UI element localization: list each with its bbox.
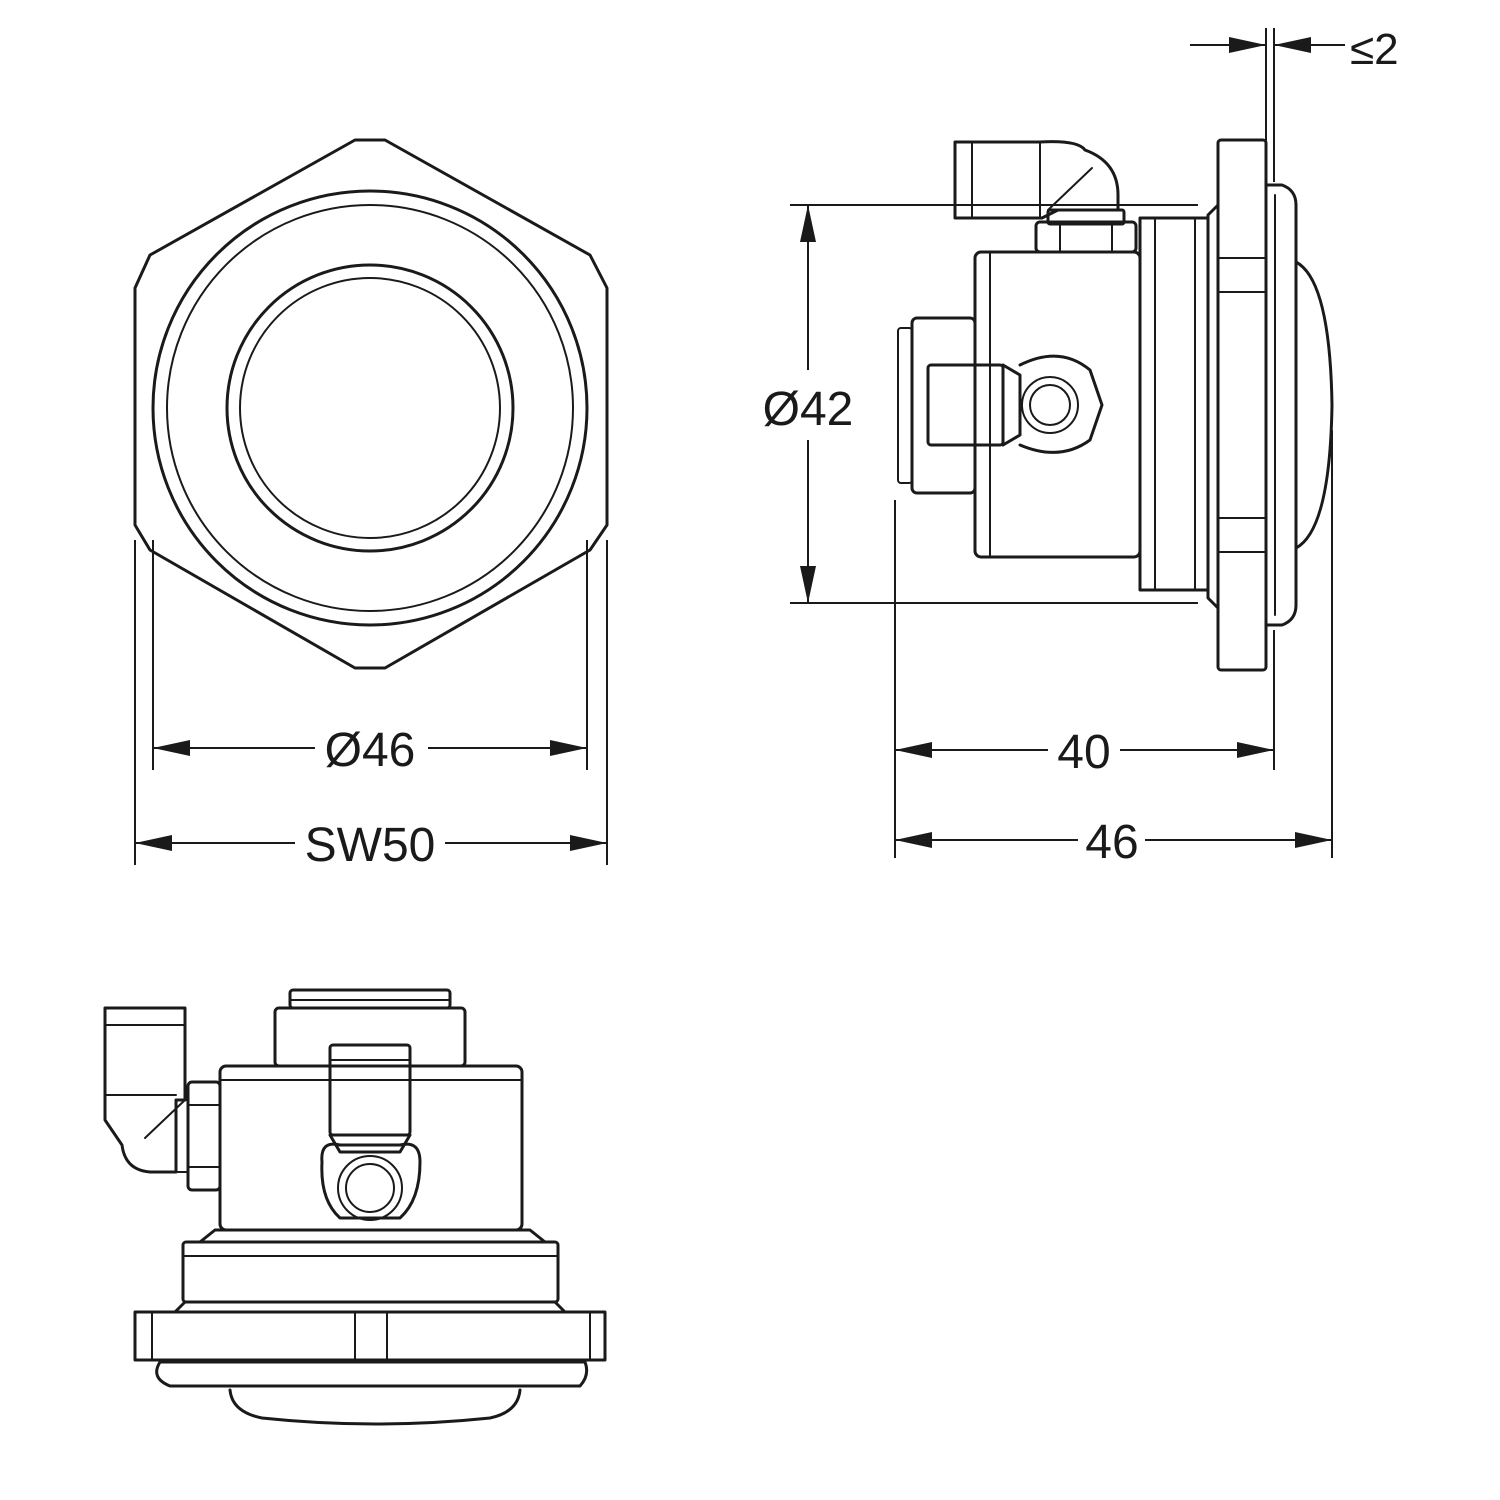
rear-cap	[910, 316, 977, 495]
outer-ring	[151, 189, 589, 627]
label-across-flats: SW50	[305, 819, 436, 872]
front-view: Ø46 SW50	[133, 138, 609, 872]
bottom-view	[103, 988, 607, 1426]
label-depth-total: 46	[1085, 816, 1138, 869]
dimension-depth-total: 46	[895, 816, 1332, 869]
bottom-side-nut	[186, 1080, 222, 1192]
bottom-banjo-fitting	[320, 1142, 422, 1220]
flange	[1216, 138, 1268, 672]
dimension-protrusion: ≤2	[1190, 25, 1399, 182]
top-nut	[1034, 220, 1138, 254]
bottom-button-ring	[155, 1360, 589, 1388]
outer-ring-inner	[166, 204, 574, 612]
bottom-main-housing	[218, 1064, 524, 1232]
elbow-fitting	[953, 140, 1120, 220]
bottom-flange	[133, 1310, 607, 1362]
label-protrusion: ≤2	[1350, 25, 1399, 74]
bottom-elbow-fitting	[103, 1006, 187, 1174]
side-view: Ø42 40 46 ≤2	[763, 25, 1399, 869]
bottom-threaded-body	[181, 1240, 560, 1304]
dimension-front-diameter: Ø46	[153, 724, 587, 777]
dimension-across-flats: SW50	[135, 819, 607, 872]
bottom-straight-fitting	[328, 1043, 412, 1137]
label-front-diameter: Ø46	[325, 724, 416, 777]
button-ring-outer	[225, 263, 515, 553]
dimension-depth-short: 40	[895, 726, 1274, 779]
main-housing	[973, 250, 1142, 559]
straight-fitting	[926, 363, 1005, 447]
bottom-dome	[228, 1388, 522, 1426]
hex-nut-outline	[133, 138, 609, 670]
bottom-top-cap	[273, 1006, 467, 1068]
label-side-diameter: Ø42	[763, 383, 854, 436]
button-dome	[1294, 260, 1334, 550]
label-depth-short: 40	[1057, 726, 1110, 779]
dimension-side-diameter: Ø42	[763, 204, 1198, 604]
button-ring	[1264, 183, 1298, 627]
threaded-body	[1138, 216, 1210, 592]
banjo-fitting	[1018, 354, 1104, 454]
button-ring-inner	[239, 277, 501, 539]
